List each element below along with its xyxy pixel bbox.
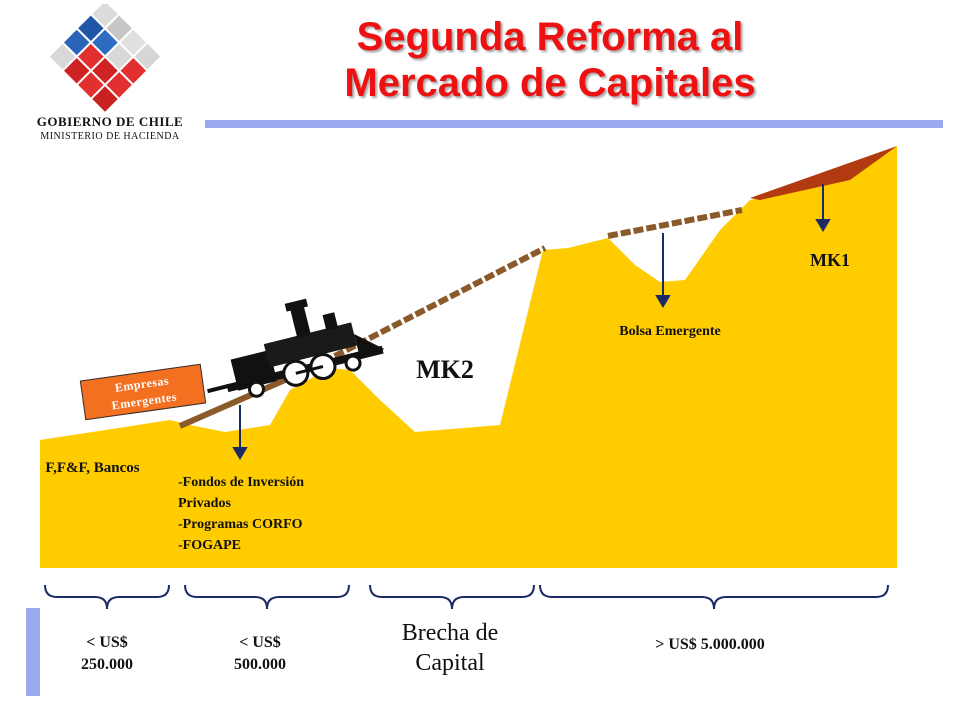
brace-3 <box>369 584 535 610</box>
fondos-line-3: -Programas CORFO <box>178 517 303 532</box>
label-bolsa-emergente: Bolsa Emergente <box>619 324 721 339</box>
mountain-shape <box>40 146 897 568</box>
range-2-line-2: 500.000 <box>234 656 286 673</box>
label-ffb-bancos: F,F&F, Bancos <box>45 460 140 476</box>
arrow-mk1 <box>815 184 831 232</box>
fondos-line-2: Privados <box>178 496 231 511</box>
brace-4 <box>539 584 889 610</box>
fondos-line-1: -Fondos de Inversión <box>178 475 305 490</box>
range-1-line-2: 250.000 <box>81 656 133 673</box>
range-2-line-1: < US$ <box>239 634 281 651</box>
fondos-line-4: -FOGAPE <box>178 538 241 553</box>
logo-text-ministerio: MINISTERIO DE HACIENDA <box>40 131 180 142</box>
title-line-2: Mercado de Capitales <box>344 61 756 105</box>
arrow-fondos <box>232 405 248 460</box>
range-label-4: > US$ 5.000.000 <box>655 636 765 653</box>
range-label-2: < US$ 500.000 <box>205 632 315 676</box>
label-mk2: MK2 <box>416 355 474 384</box>
brace-2 <box>184 584 350 610</box>
range-3-line-1: Brecha de <box>401 620 499 646</box>
label-fondos: -Fondos de Inversión Privados -Programas… <box>178 472 378 556</box>
range-1-line-1: < US$ <box>86 634 128 651</box>
page-title: Segunda Reforma al Mercado de Capitales <box>250 14 850 106</box>
range-3-line-2: Capital <box>415 650 485 676</box>
range-label-brecha: Brecha de Capital <box>370 618 530 678</box>
rail-3 <box>607 207 743 239</box>
accent-bar-horizontal <box>205 120 943 128</box>
arrow-bolsa <box>655 233 671 308</box>
logo-diamond-icon <box>49 4 161 112</box>
brace-1 <box>44 584 170 610</box>
rail-1 <box>178 377 287 429</box>
mountain-peak <box>750 146 897 200</box>
rail-2 <box>298 245 547 377</box>
accent-bar-vertical <box>26 608 40 696</box>
label-mk1: MK1 <box>810 250 850 270</box>
range-label-1: < US$ 250.000 <box>52 632 162 676</box>
title-line-1: Segunda Reforma al <box>356 15 744 59</box>
locomotive-icon <box>207 298 385 398</box>
logo-text-gobierno: GOBIERNO DE CHILE <box>36 114 184 129</box>
